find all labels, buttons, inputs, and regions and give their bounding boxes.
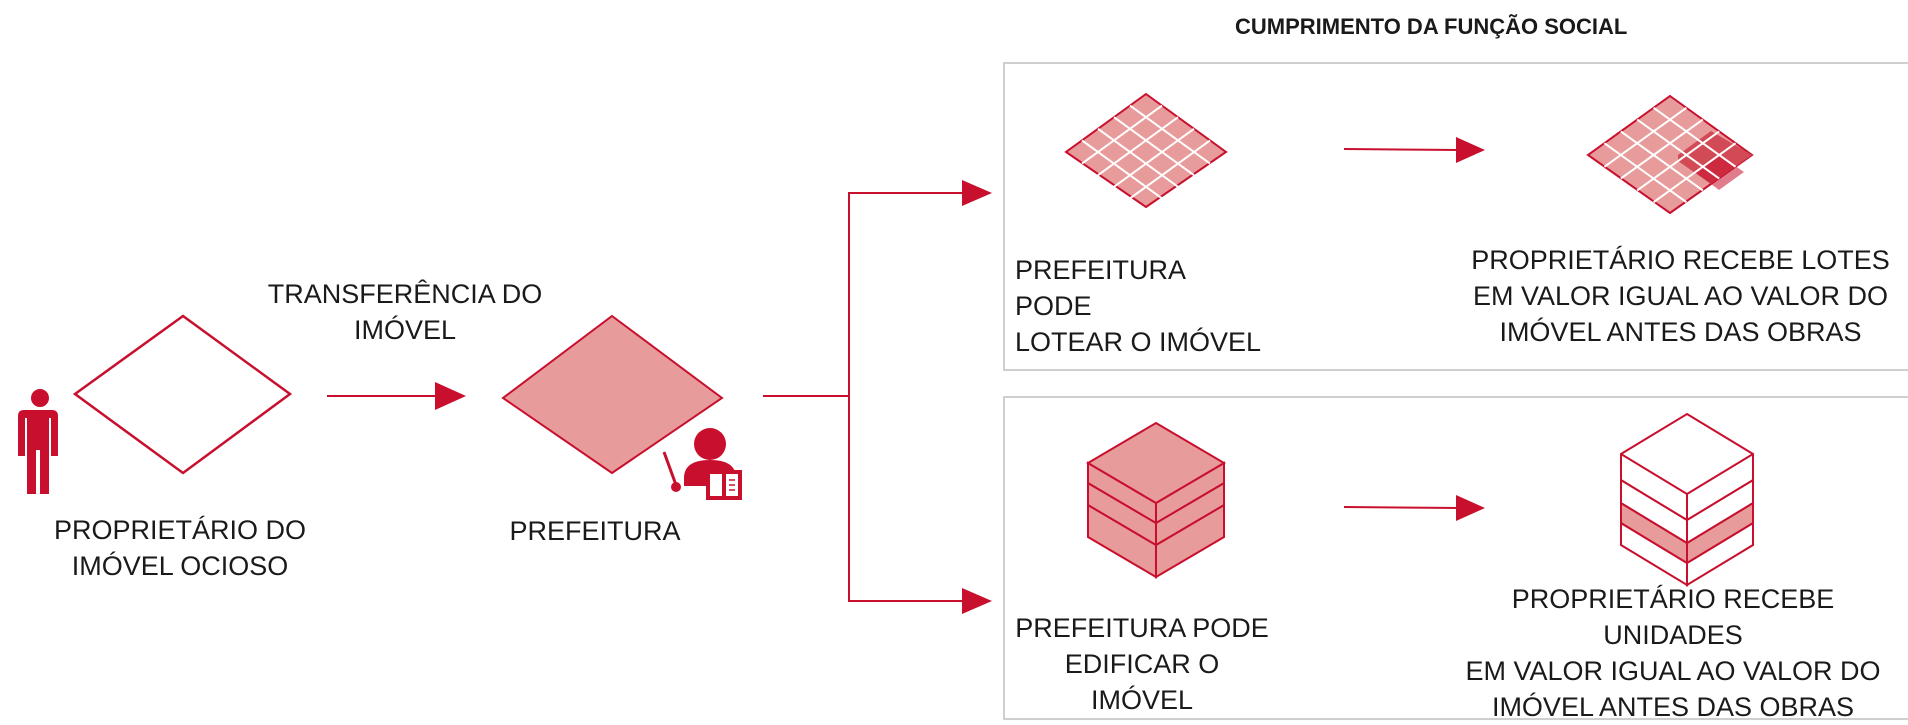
lots-result-arrow bbox=[1343, 137, 1485, 163]
diagram-artwork bbox=[18, 92, 1754, 614]
owner-property-diamond bbox=[72, 314, 293, 475]
transfer-arrow bbox=[327, 382, 466, 410]
owner-label: PROPRIETÁRIO DO IMÓVEL OCIOSO bbox=[53, 515, 307, 581]
build-action-label: PREFEITURA PODE EDIFICAR O IMÓVEL bbox=[1015, 613, 1269, 715]
branch-connector bbox=[763, 192, 963, 602]
branch-arrow-top bbox=[962, 180, 992, 206]
branch-arrow-bottom bbox=[962, 588, 992, 614]
lots-result-label: PROPRIETÁRIO RECEBE LOTES EM VALOR IGUAL… bbox=[1471, 245, 1890, 347]
diagram-title: CUMPRIMENTO DA FUNÇÃO SOCIAL bbox=[1235, 14, 1628, 39]
subdivide-action-label: PREFEITURA PODE LOTEAR O IMÓVEL bbox=[1015, 255, 1262, 357]
city-hall-label: PREFEITURA bbox=[509, 516, 681, 546]
building-stack-icon bbox=[1086, 421, 1226, 579]
transfer-label: TRANSFERÊNCIA DO IMÓVEL bbox=[267, 279, 543, 345]
units-result-arrow bbox=[1343, 495, 1485, 521]
owner-lots-icon bbox=[1586, 94, 1754, 215]
subdivided-lot-icon bbox=[1064, 92, 1228, 209]
person-icon bbox=[18, 389, 58, 494]
teacher-presenter-icon bbox=[662, 428, 742, 500]
owner-units-icon bbox=[1620, 412, 1754, 587]
units-result-label: PROPRIETÁRIO RECEBE UNIDADES EM VALOR IG… bbox=[1465, 584, 1881, 722]
city-hall-property-diamond bbox=[501, 314, 724, 475]
